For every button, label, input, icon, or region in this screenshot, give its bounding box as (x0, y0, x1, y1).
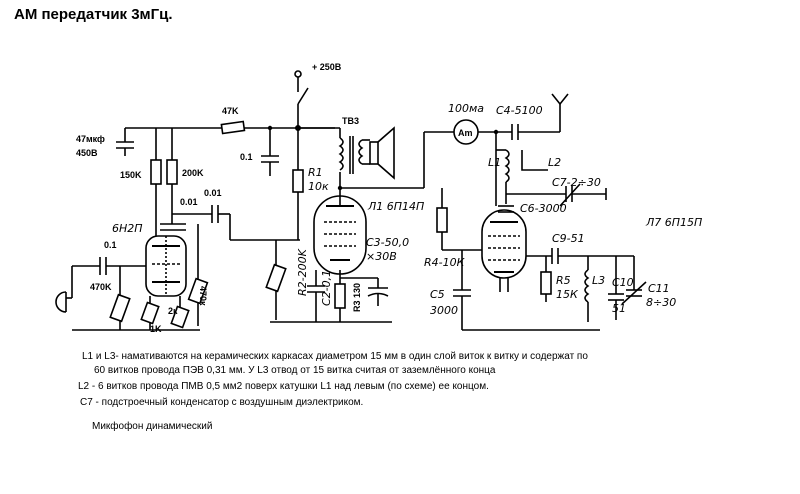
note-l2: L2 - 6 витков провода ПМВ 0,5 мм2 поверх… (78, 381, 489, 392)
note-microphone: Микфофон динамический (92, 421, 213, 432)
resistor-470k-out (187, 277, 209, 305)
r150-label: 150K (120, 170, 142, 180)
resistor-r4 (436, 207, 448, 233)
resistor-47k-label: 47K (222, 106, 239, 116)
microphone-icon (55, 291, 72, 313)
tv3-label: ТВ3 (342, 116, 359, 126)
power-switch (294, 70, 309, 132)
coil-l2 (521, 150, 548, 171)
c10-label: C10 (612, 276, 634, 289)
supply-label: + 250В (312, 62, 342, 72)
resistor-r2 (265, 263, 287, 293)
c10v-label: 51 (612, 302, 626, 315)
capacitor-0-01-coupling (211, 205, 219, 223)
c3v-label: ×30В (366, 250, 397, 263)
c9-label: C9-51 (552, 232, 585, 245)
resistor-1k (140, 301, 160, 325)
c2-label: C2-0,1 (320, 270, 333, 306)
resistor-200k (166, 159, 178, 185)
resistor-47k (220, 120, 246, 135)
resistor-150k (150, 159, 162, 185)
c11v-label: 8÷30 (646, 296, 676, 309)
l2-label: L2 (548, 156, 561, 169)
capacitor-0-1-input (99, 257, 107, 275)
l3-label: L3 (592, 274, 605, 287)
capacitor-0-1 (261, 128, 279, 176)
speaker-icon (369, 126, 395, 180)
r1v-label: 10к (308, 180, 329, 193)
c11-label: C11 (648, 282, 670, 295)
ammeter-label: Am (458, 128, 473, 138)
r470b-label: 470к (198, 286, 208, 306)
r200-label: 200K (182, 168, 204, 178)
tube-6n2p (145, 235, 187, 297)
r2-label: R2-200K (296, 248, 309, 296)
c7-label: C7-2÷30 (552, 176, 601, 189)
c001a-label: 0.01 (204, 188, 222, 198)
note-c7: С7 - подстроечный конденсатор с воздушны… (80, 396, 364, 408)
capacitor-c4 (511, 124, 519, 140)
r1k-label: 1K (150, 324, 162, 334)
r3-label: R3 130 (352, 283, 362, 312)
r2k-label: 2к (168, 306, 178, 316)
resistor-r3 (334, 283, 346, 309)
note-coils: L1 и L3- намативаются на керамических ка… (82, 351, 588, 362)
c5v-label: 3000 (430, 304, 458, 317)
output-transformer (338, 136, 364, 174)
capacitor-47uf (116, 128, 134, 156)
tube3-label: Л7 6П15П (645, 216, 702, 229)
r5v-label: 15К (556, 288, 579, 301)
potentiometer-2k (170, 305, 190, 329)
notes-block: L1 и L3- намативаются на керамических ка… (74, 350, 774, 409)
resistor-r1 (292, 169, 304, 193)
r4-label: R4-10К (424, 256, 466, 269)
page-title: АМ передатчик 3мГц. (14, 6, 173, 23)
tube1-label: 6Н2П (112, 222, 143, 235)
c3-label: C3-50,0 (366, 236, 409, 249)
coil-l3 (584, 269, 590, 303)
c001b-label: 0.01 (180, 197, 198, 207)
c01b-label: 0.1 (104, 240, 117, 250)
cap47-label: 47мкф (76, 134, 105, 144)
c01a-label: 0.1 (240, 152, 253, 162)
antenna-icon (551, 93, 569, 132)
r5-label: R5 (556, 274, 571, 287)
note-coils-cont: 60 витков провода ПЭВ 0,31 мм. У L3 отво… (94, 364, 496, 376)
resistor-470k-grid (109, 293, 131, 323)
c6-label: C6-3000 (520, 202, 567, 215)
c5-label: C5 (430, 288, 445, 301)
l1-label: L1 (488, 156, 501, 169)
r1-label: R1 (308, 166, 323, 179)
coil-l1 (504, 149, 510, 183)
capacitor-0-01-plate (160, 214, 186, 231)
tube2-label: Л1 6П14П (367, 200, 424, 213)
c4-label: C4-5100 (496, 104, 543, 117)
tube-6p14p (313, 195, 367, 275)
cap450-label: 450В (76, 148, 98, 158)
tube-6p15p (481, 209, 527, 279)
r470a-label: 470K (90, 282, 112, 292)
resistor-r5 (540, 271, 552, 295)
ma-label: 100ма (448, 102, 484, 115)
